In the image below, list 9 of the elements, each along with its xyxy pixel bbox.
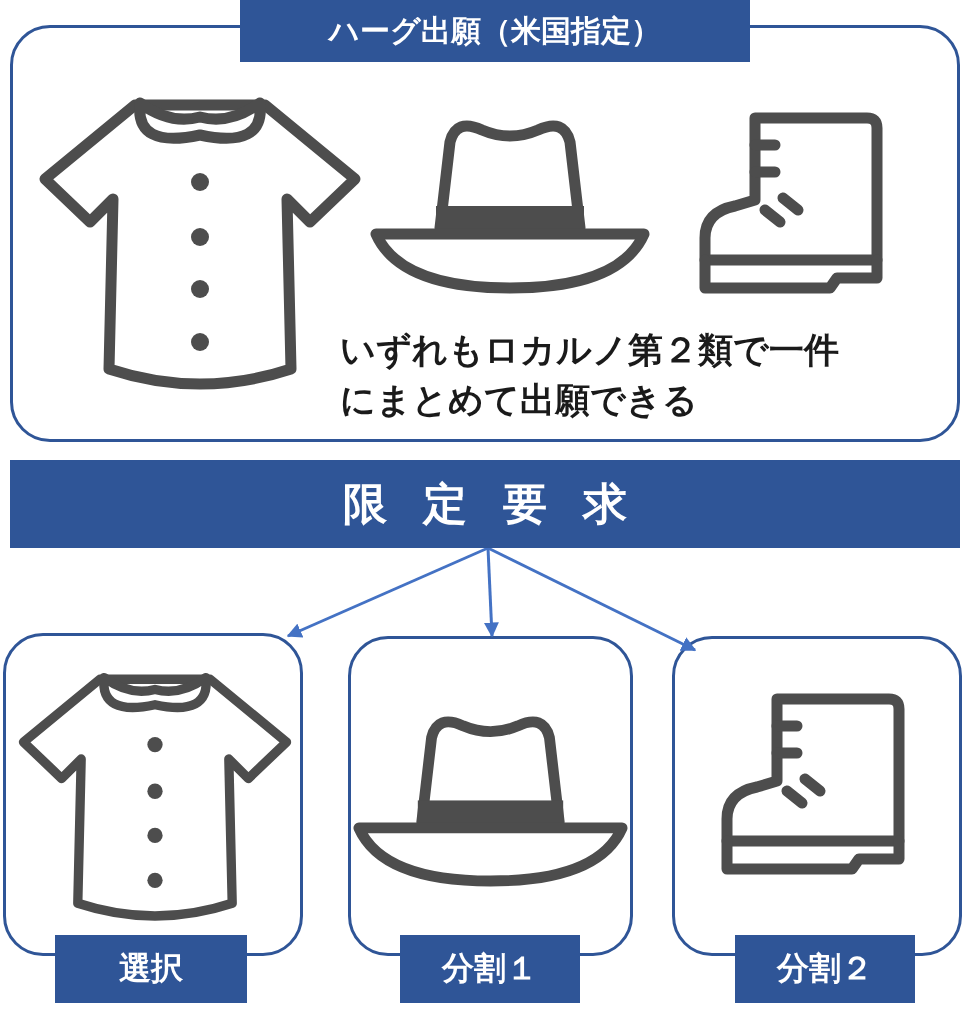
- arrow: [286, 546, 489, 638]
- label-tab: 分割１: [400, 935, 580, 1003]
- label-tab: ハーグ出願（米国指定）: [240, 0, 750, 62]
- label-tab: 選択: [55, 935, 247, 1003]
- banner-bar: 限定要求: [10, 460, 960, 548]
- label-tab: 分割２: [735, 935, 915, 1003]
- description-text: いずれもロカルノ第２類で一件にまとめて出願できる: [340, 329, 840, 422]
- arrow: [483, 547, 499, 638]
- arrow: [487, 546, 697, 652]
